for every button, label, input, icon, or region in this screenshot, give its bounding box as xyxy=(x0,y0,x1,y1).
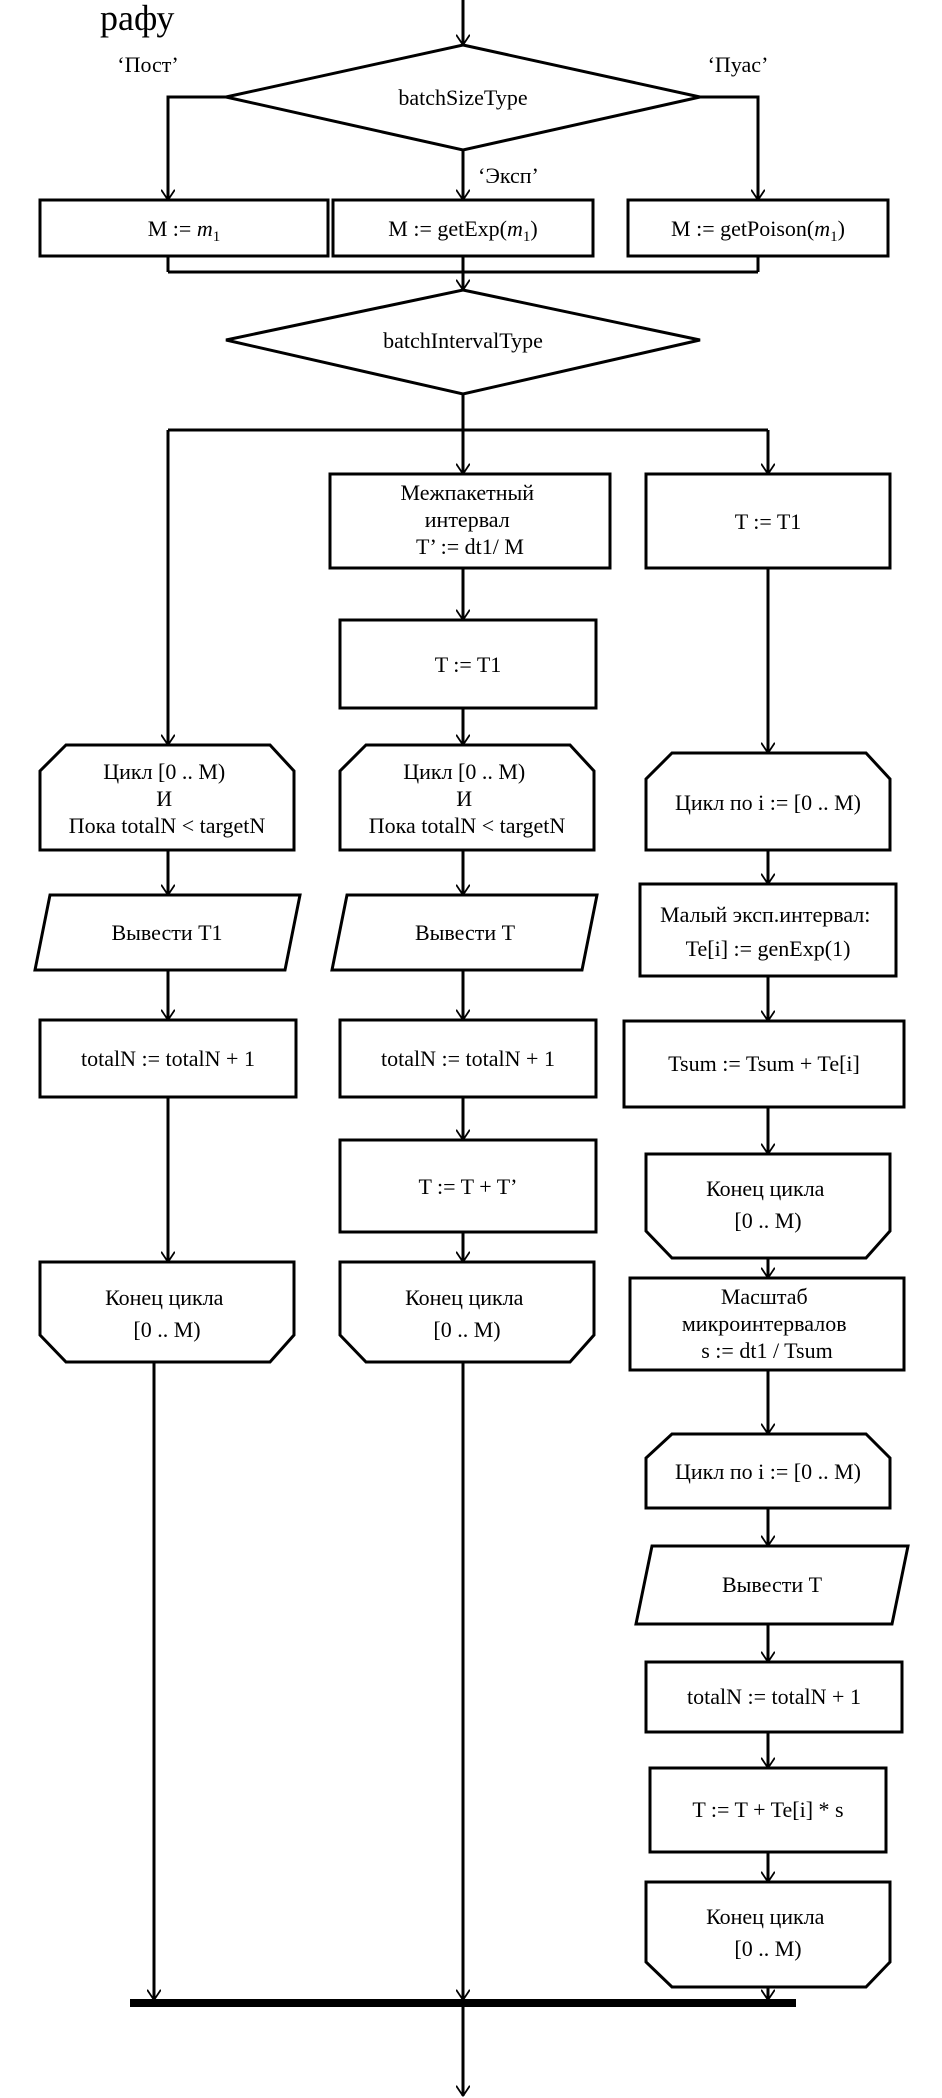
right-output-text: Вывести T xyxy=(722,1572,823,1597)
left-loop-text: Цикл [0 .. M) И Пока totalN < targetN xyxy=(69,759,266,838)
right-increment-text: totalN := totalN + 1 xyxy=(687,1684,861,1709)
size-box-right xyxy=(626,198,890,258)
mid-loop-start xyxy=(338,743,596,852)
left-output-text: Вывести T1 xyxy=(111,920,222,945)
right-loop2-end xyxy=(644,1880,892,1989)
right-scale-text: Масштаб микроинтервалов s := dt1 / Tsum xyxy=(682,1284,852,1363)
left-loop-start xyxy=(38,743,296,852)
right-small-interval-text: Малый эксп.интервал: Te[i] := genExp(1) xyxy=(660,902,876,961)
right-loop1-start xyxy=(644,751,892,852)
right-sum-text: Tsum := Tsum + Te[i] xyxy=(668,1051,860,1076)
right-loop1-end xyxy=(644,1152,892,1260)
right-loop2-end-text: Конец цикла [0 .. M) xyxy=(706,1904,830,1961)
right-loop2-start xyxy=(644,1432,892,1510)
branch-left-line xyxy=(168,95,226,200)
decision-batch-size-label: batchSizeType xyxy=(398,85,527,110)
left-output xyxy=(33,893,302,972)
right-loop1-end-text: Конец цикла [0 .. M) xyxy=(706,1176,830,1233)
left-loop-end xyxy=(38,1260,296,1364)
right-increment xyxy=(644,1660,904,1734)
left-increment-text: totalN := totalN + 1 xyxy=(81,1046,255,1071)
right-output xyxy=(634,1544,910,1626)
mid-output xyxy=(330,893,599,972)
right-scale xyxy=(628,1276,906,1372)
right-small-interval xyxy=(638,882,898,978)
mid-interval-text: Межпакетный интервал T’ := dt1/ M xyxy=(400,480,539,559)
mid-loop-end xyxy=(338,1260,596,1364)
right-assign-text: T := T1 xyxy=(735,509,802,534)
mid-increment xyxy=(338,1018,598,1099)
mid-assign-box xyxy=(338,618,598,710)
branch-left-label: ‘Пост’ xyxy=(117,52,178,77)
branch-right-line xyxy=(700,95,758,200)
right-loop2-text: Цикл по i := [0 .. M) xyxy=(675,1459,861,1484)
branch-mid-label: ‘Эксп’ xyxy=(478,163,539,188)
decision-batch-interval-label: batchIntervalType xyxy=(383,328,543,353)
mid-step xyxy=(338,1138,598,1234)
mid-output-text: Вывести T xyxy=(415,920,516,945)
mid-assign-text: T := T1 xyxy=(435,652,502,677)
mid-loop-text: Цикл [0 .. M) И Пока totalN < targetN xyxy=(369,759,566,838)
branch-right-label: ‘Пуас’ xyxy=(708,52,769,77)
header-fragment: рафу xyxy=(100,0,174,38)
size-box-left-text: M := m1 xyxy=(148,216,220,245)
mid-interval-box xyxy=(328,472,612,570)
left-loop-end-text: Конец цикла [0 .. M) xyxy=(105,1285,229,1342)
mid-increment-text: totalN := totalN + 1 xyxy=(381,1046,555,1071)
right-sum xyxy=(622,1019,906,1109)
mid-loop-end-text: Конец цикла [0 .. M) xyxy=(405,1285,529,1342)
right-loop1-text: Цикл по i := [0 .. M) xyxy=(675,790,861,815)
size-box-mid-text: M := getExp(m1) xyxy=(388,216,537,245)
right-step-text: T := T + Te[i] * s xyxy=(692,1797,843,1822)
right-step xyxy=(648,1766,888,1854)
size-box-right-text: M := getPoison(m1) xyxy=(671,216,845,245)
mid-step-text: T := T + T’ xyxy=(419,1174,518,1199)
size-box-left xyxy=(38,198,330,258)
